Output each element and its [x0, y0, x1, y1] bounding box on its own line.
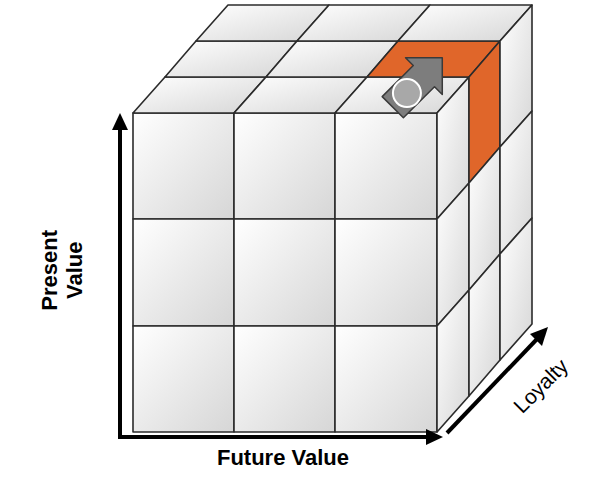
- cube-cell: [469, 254, 500, 396]
- cube-cell: [500, 218, 532, 360]
- axis-line: [120, 128, 428, 437]
- axis-label: Present Value: [37, 215, 88, 325]
- cube-cell: [234, 219, 335, 326]
- cube-cell: [133, 326, 234, 432]
- cube-cell: [437, 290, 469, 432]
- cube-cell: [335, 219, 437, 326]
- cube-cell: [133, 219, 234, 326]
- circle-symbol: [387, 73, 427, 113]
- cube-cell: [335, 113, 437, 219]
- axis-arrowheads: [112, 113, 548, 445]
- arrowhead: [112, 113, 128, 130]
- cube-cell: [234, 113, 335, 219]
- pointer-icon: [374, 39, 460, 125]
- cube-cell: [234, 326, 335, 432]
- axis-label: Future Value: [153, 445, 413, 470]
- arrow-symbol: [374, 39, 460, 125]
- cube-right-face: [437, 5, 532, 432]
- cube-front-face: [133, 113, 437, 432]
- arrowhead: [530, 327, 548, 346]
- cube-cell: [335, 326, 437, 432]
- arrowhead: [426, 429, 443, 445]
- cube-cell: [133, 113, 234, 219]
- axes: [120, 128, 538, 437]
